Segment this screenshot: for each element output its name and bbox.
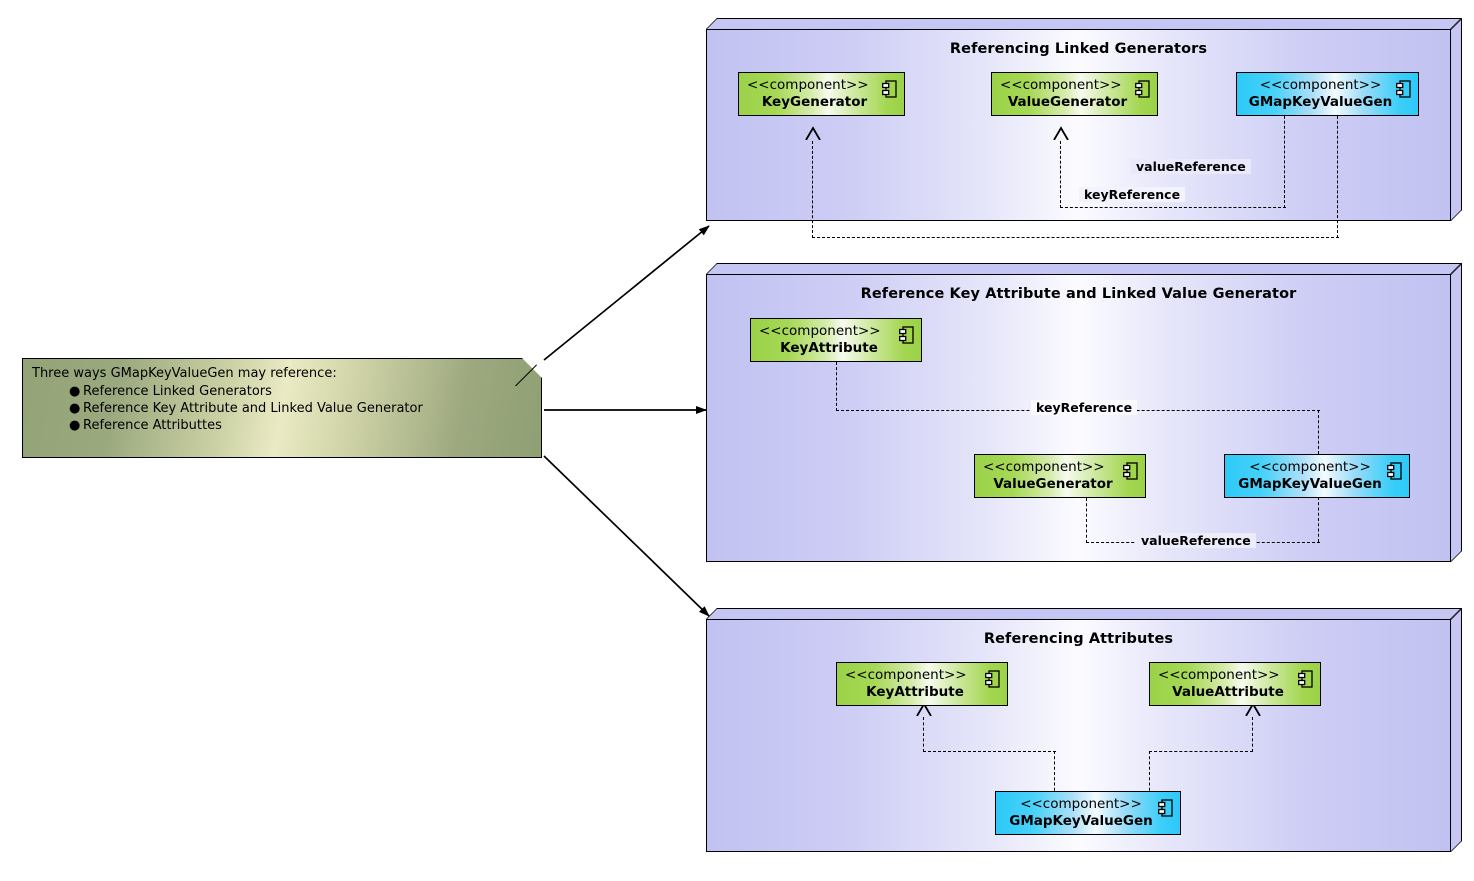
panel-reference-key-attribute[interactable]: Reference Key Attribute and Linked Value… [706,263,1462,562]
panel-referencing-linked-generators[interactable]: Referencing Linked Generators valueRefer… [706,18,1462,238]
edge-valuereference-h [1060,207,1286,208]
note-item-label: Reference Attributtes [83,418,222,433]
component-stereotype: <<component>> [1249,459,1371,475]
connector-to-panel-3 [543,455,710,617]
note-fold-line-icon [514,358,542,386]
component-icon [882,80,897,98]
component-stereotype: <<component>> [759,323,881,339]
component-name: ValueAttribute [1172,684,1284,700]
note-list-item: ●Reference Linked Generators [69,383,423,400]
edge-left-h [923,751,1056,752]
edge-valuereference-v-right [1318,497,1319,542]
edge-keyreference-v-right [1318,410,1319,454]
note-list-item: ●Reference Key Attribute and Linked Valu… [69,400,423,417]
component-stereotype: <<component>> [845,667,967,683]
open-arrowhead-icon [805,126,821,140]
edge-label-valuereference: valueReference [1131,159,1251,174]
edge-right-v-bottom [1149,751,1150,796]
component-icon [1396,80,1411,98]
component-name: KeyAttribute [866,684,964,700]
component-gmapkeyvaluegen[interactable]: <<component>> GMapKeyValueGen [995,791,1181,835]
component-name: KeyAttribute [780,340,878,356]
component-icon [1123,462,1138,480]
edge-left-v-top [923,717,924,752]
component-icon [985,670,1000,688]
note-item-label: Reference Key Attribute and Linked Value… [83,401,423,416]
component-icon [1158,799,1173,817]
component-stereotype: <<component>> [1000,77,1122,93]
edge-right-h [1149,751,1253,752]
component-keyattribute[interactable]: <<component>> KeyAttribute [750,318,922,362]
edge-valuereference-v-right [1284,96,1285,208]
panel-title: Reference Key Attribute and Linked Value… [860,286,1297,302]
edge-keyreference-v-left [812,141,813,238]
edge-right-v-top [1252,717,1253,752]
component-name: GMapKeyValueGen [1238,476,1382,492]
panel-front-face [706,29,1451,221]
component-name: GMapKeyValueGen [1248,94,1393,110]
edge-label-keyreference: keyReference [1079,187,1186,202]
component-gmapkeyvaluegen[interactable]: <<component>> GMapKeyValueGen [1236,72,1419,116]
component-icon [1298,670,1313,688]
edge-label-valuereference: valueReference [1136,533,1256,548]
connector-to-panel-1 [543,225,710,361]
edge-valuereference-v-left [1086,498,1087,543]
open-arrowhead-icon [1053,126,1069,140]
component-gmapkeyvaluegen[interactable]: <<component>> GMapKeyValueGen [1224,454,1410,498]
component-icon [1135,80,1150,98]
edge-keyreference-v-left [836,362,837,411]
note-title: Three ways GMapKeyValueGen may reference… [32,366,337,381]
component-valuegenerator[interactable]: <<component>> ValueGenerator [991,72,1158,116]
component-icon [899,326,914,344]
component-keygenerator[interactable]: <<component>> KeyGenerator [738,72,905,116]
note-item-label: Reference Linked Generators [83,384,272,399]
component-keyattribute[interactable]: <<component>> KeyAttribute [836,662,1008,706]
component-stereotype: <<component>> [1259,77,1382,93]
edge-label-keyreference: keyReference [1031,400,1138,415]
bullet-icon: ● [69,418,81,433]
edge-keyreference-v-right [1337,96,1338,238]
component-stereotype: <<component>> [747,77,869,93]
component-name: GMapKeyValueGen [1009,813,1153,829]
bullet-icon: ● [69,384,81,399]
component-name: ValueGenerator [993,476,1113,492]
panel-title: Referencing Linked Generators [949,41,1208,57]
component-stereotype: <<component>> [1158,667,1280,683]
component-stereotype: <<component>> [1020,796,1142,812]
bullet-icon: ● [69,401,81,416]
panel-referencing-attributes[interactable]: Referencing Attributes <<component>> Key… [706,608,1462,852]
panel-title: Referencing Attributes [983,631,1174,647]
note-bullet-list: ●Reference Linked Generators ●Reference … [69,383,423,434]
note-box[interactable]: Three ways GMapKeyValueGen may reference… [22,358,542,458]
component-stereotype: <<component>> [983,459,1105,475]
note-list-item: ●Reference Attributtes [69,417,423,434]
component-valueattribute[interactable]: <<component>> ValueAttribute [1149,662,1321,706]
component-name: KeyGenerator [761,94,868,110]
edge-keyreference-h [812,237,1339,238]
edge-left-v-bottom [1054,751,1055,796]
component-valuegenerator[interactable]: <<component>> ValueGenerator [974,454,1146,498]
component-name: ValueGenerator [1007,94,1128,110]
component-icon [1387,462,1402,480]
edge-valuereference-v-left [1060,141,1061,208]
